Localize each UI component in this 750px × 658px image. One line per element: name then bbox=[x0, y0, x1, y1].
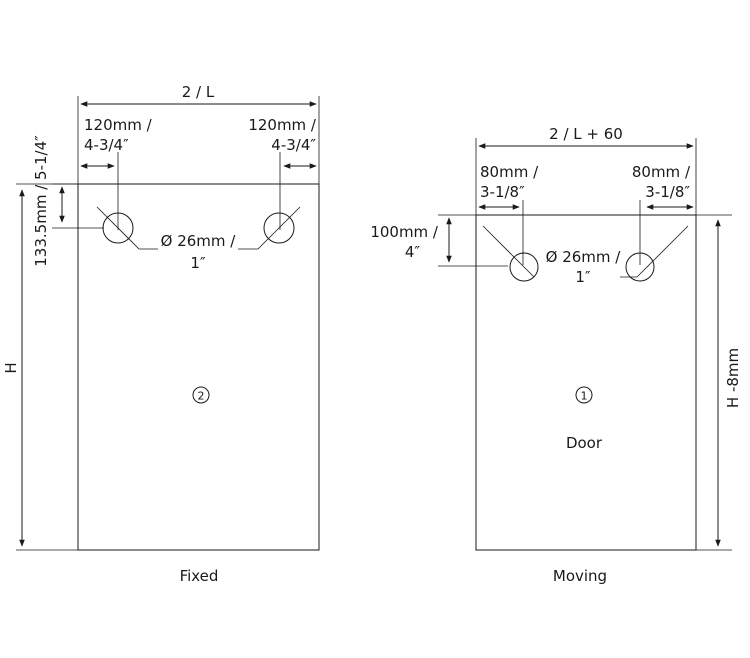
moving-right-hole bbox=[625, 252, 655, 282]
moving-vertical-offset-label-1: 100mm / bbox=[370, 223, 439, 241]
moving-caption: Moving bbox=[553, 567, 607, 585]
moving-left-offset-label-2: 3-1/8″ bbox=[480, 183, 525, 201]
moving-panel-name: Door bbox=[566, 434, 603, 452]
moving-height-label: H -8mm bbox=[724, 348, 742, 408]
moving-vertical-offset-label-2: 4″ bbox=[405, 243, 421, 261]
fixed-panel-number: 2 bbox=[198, 390, 205, 403]
fixed-hole-label-2: 1″ bbox=[190, 254, 206, 272]
moving-left-offset-label-1: 80mm / bbox=[480, 163, 539, 181]
fixed-left-offset-label-2: 4-3/4″ bbox=[84, 136, 129, 154]
moving-panel-number: 1 bbox=[581, 390, 588, 403]
moving-right-offset-label-2: 3-1/8″ bbox=[645, 183, 690, 201]
moving-hole-label-2: 1″ bbox=[575, 268, 591, 286]
moving-left-hole-leader bbox=[482, 225, 535, 278]
moving-width-label: 2 / L + 60 bbox=[549, 125, 623, 143]
fixed-panel bbox=[77, 183, 320, 551]
moving-hole-label-1: Ø 26mm / bbox=[546, 248, 622, 266]
fixed-vertical-offset-label: 133.5mm / 5-1/4″ bbox=[32, 135, 50, 267]
moving-panel-number-circle bbox=[575, 386, 593, 404]
fixed-right-hole-leader bbox=[238, 206, 301, 250]
fixed-right-offset-label-1: 120mm / bbox=[248, 116, 317, 134]
moving-right-hole-leader bbox=[620, 225, 689, 278]
fixed-height-label: H bbox=[2, 362, 20, 373]
fixed-width-label: 2 / L bbox=[182, 83, 215, 101]
moving-panel bbox=[475, 214, 697, 551]
moving-panel-drawing: 2 / L + 60 80mm / 3-1/8″ 80mm / 3-1/8″ 1… bbox=[370, 125, 742, 585]
fixed-left-hole-leader bbox=[96, 206, 158, 250]
fixed-caption: Fixed bbox=[180, 567, 219, 585]
moving-left-hole bbox=[509, 252, 539, 282]
fixed-hole-label-1: Ø 26mm / bbox=[161, 232, 237, 250]
fixed-right-offset-label-2: 4-3/4″ bbox=[271, 136, 316, 154]
fixed-left-hole bbox=[102, 212, 134, 244]
fixed-panel-drawing: 2 / L 120mm / 4-3/4″ 120mm / 4-3/4″ 133.… bbox=[2, 83, 320, 585]
fixed-right-hole bbox=[263, 212, 295, 244]
moving-right-offset-label-1: 80mm / bbox=[632, 163, 691, 181]
fixed-panel-number-circle bbox=[192, 386, 210, 404]
fixed-left-offset-label-1: 120mm / bbox=[84, 116, 153, 134]
